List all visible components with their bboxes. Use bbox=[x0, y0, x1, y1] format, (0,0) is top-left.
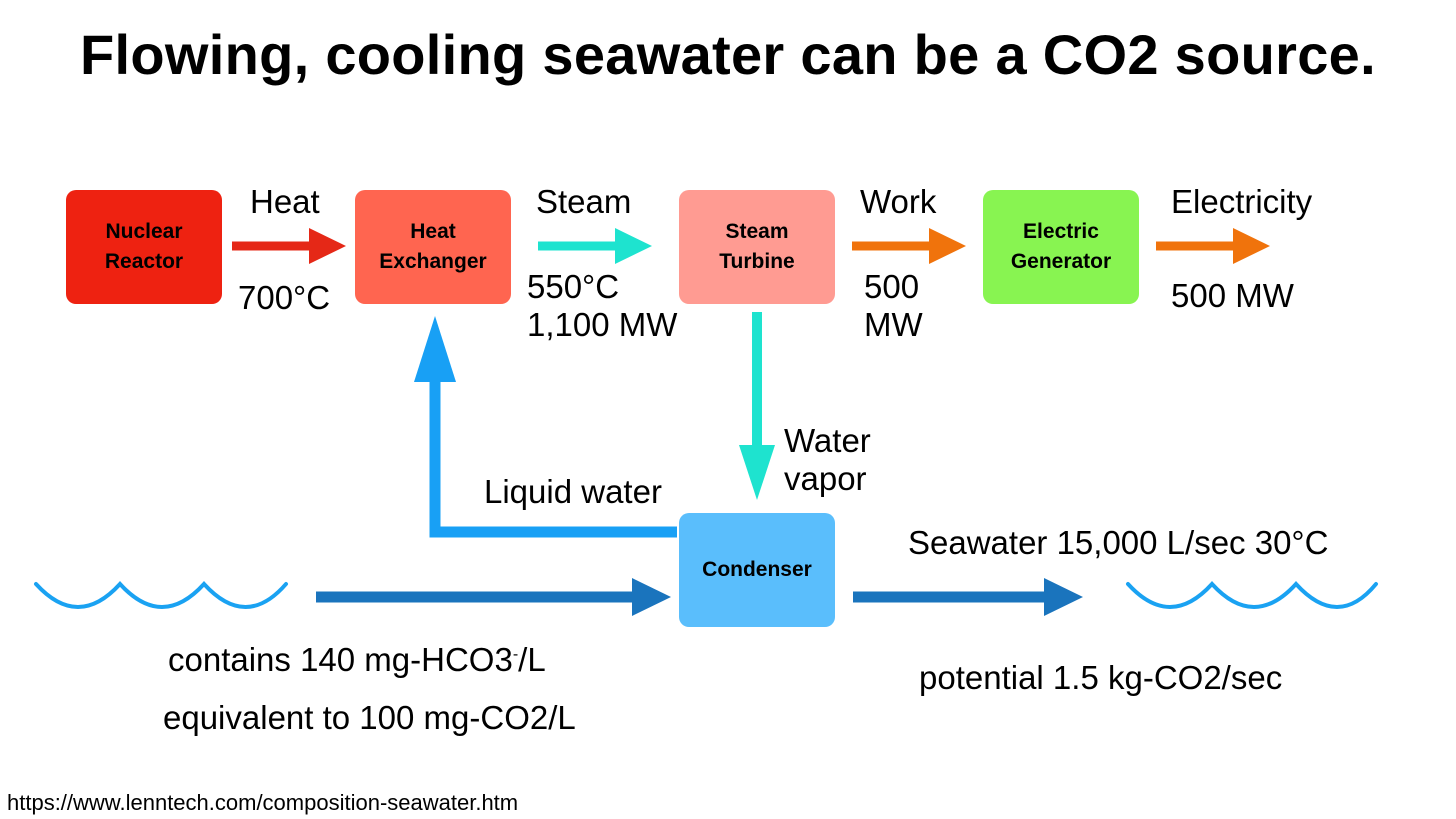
work-label: Work bbox=[860, 183, 937, 220]
heat-label: Heat bbox=[250, 183, 320, 220]
heat-temperature: 700°C bbox=[238, 279, 331, 316]
right-wave-icon bbox=[1126, 581, 1378, 609]
steam-label: Steam bbox=[536, 183, 632, 220]
steam-arrow bbox=[538, 228, 652, 264]
liquid-water-arrow bbox=[414, 316, 677, 538]
condenser-box: Condenser bbox=[679, 513, 835, 627]
electricity-label: Electricity bbox=[1171, 183, 1313, 220]
nuclear-reactor-box: Nuclear Reactor bbox=[66, 190, 222, 304]
co2-potential-label: potential 1.5 kg-CO2/sec bbox=[919, 659, 1283, 696]
water-vapor-arrow bbox=[739, 312, 775, 500]
page-title: Flowing, cooling seawater can be a CO2 s… bbox=[80, 23, 1376, 86]
seawater-flow-label: Seawater 15,000 L/sec 30°C bbox=[908, 524, 1329, 561]
heat-exchanger-box: Heat Exchanger bbox=[355, 190, 511, 304]
heat-arrow bbox=[232, 228, 346, 264]
water-vapor-label: Water vapor bbox=[784, 422, 871, 497]
seawater-in-arrow bbox=[316, 578, 671, 616]
co2-equivalent-label: equivalent to 100 mg-CO2/L bbox=[163, 699, 576, 736]
electric-generator-box: Electric Generator bbox=[983, 190, 1139, 304]
liquid-water-label: Liquid water bbox=[484, 473, 662, 510]
steam-turbine-box: Steam Turbine bbox=[679, 190, 835, 304]
electricity-arrow bbox=[1156, 228, 1270, 264]
bicarbonate-content-label: contains 140 mg-HCO3-/L bbox=[168, 641, 546, 678]
work-arrow bbox=[852, 228, 966, 264]
steam-values: 550°C 1,100 MW bbox=[527, 268, 678, 343]
seawater-out-arrow bbox=[853, 578, 1083, 616]
left-wave-icon bbox=[34, 581, 288, 609]
source-url: https://www.lenntech.com/composition-sea… bbox=[7, 790, 519, 815]
electricity-value: 500 MW bbox=[1171, 277, 1294, 314]
work-value: 500 MW bbox=[864, 268, 923, 343]
